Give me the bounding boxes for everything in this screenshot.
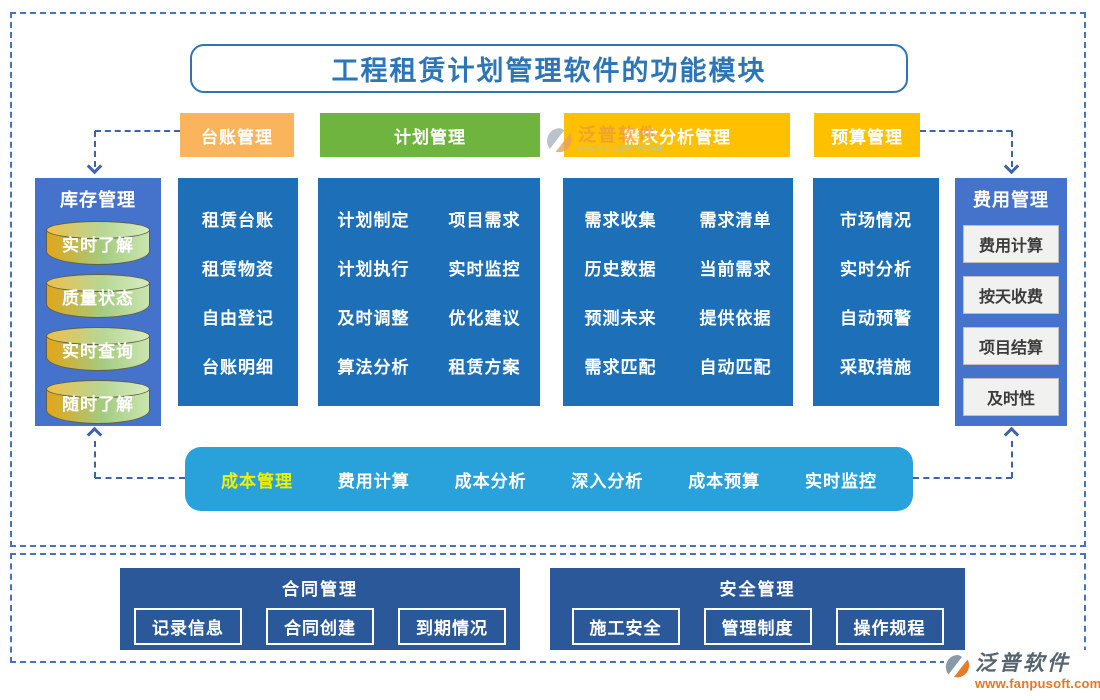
demand-row: 需求收集 需求清单 (563, 206, 793, 231)
budget-column: 市场情况 实时分析 自动预警 采取措施 (813, 178, 939, 406)
demand-item: 需求收集 (584, 211, 657, 230)
cost-bar-item: 费用计算 (337, 471, 410, 491)
ledger-column: 租赁台账 租赁物资 自由登记 台账明细 (178, 178, 298, 406)
contract-button-row: 记录信息 合同创建 到期情况 (134, 608, 506, 645)
contract-management-box: 合同管理 记录信息 合同创建 到期情况 (120, 568, 520, 650)
ledger-item: 租赁物资 (202, 260, 274, 279)
plan-item: 及时调整 (337, 309, 410, 328)
bottom-section-frame (10, 553, 1086, 663)
cost-bar-item: 成本分析 (454, 471, 527, 491)
safety-management-box: 安全管理 施工安全 管理制度 操作规程 (550, 568, 965, 650)
demand-item: 预测未来 (584, 309, 657, 328)
connector-cost-to-inventory (95, 477, 185, 479)
cost-bar-item: 深入分析 (571, 471, 644, 491)
contract-button[interactable]: 合同创建 (266, 608, 374, 645)
budget-item: 实时分析 (840, 260, 912, 279)
plan-item: 计划执行 (337, 260, 410, 279)
safety-box-title: 安全管理 (719, 580, 796, 599)
fee-panel-title: 费用管理 (973, 190, 1049, 210)
header-demand-analysis-management[interactable]: 需求分析管理 (564, 113, 790, 157)
safety-button[interactable]: 管理制度 (703, 608, 812, 645)
header-budget-management[interactable]: 预算管理 (814, 113, 920, 157)
top-section-frame (10, 12, 1086, 547)
demand-column: 需求收集 需求清单 历史数据 当前需求 预测未来 提供依据 需求匹配 自动匹配 (563, 178, 793, 406)
inventory-cylinder: 实时了解 (46, 221, 150, 265)
contract-button[interactable]: 记录信息 (134, 608, 242, 645)
plan-row: 计划制定 项目需求 (318, 206, 540, 231)
fanpu-logo-name: 泛普软件 (975, 652, 1071, 675)
demand-row: 需求匹配 自动匹配 (563, 353, 793, 378)
inventory-item-label: 实时了解 (62, 236, 134, 255)
contract-box-title: 合同管理 (282, 580, 358, 599)
inventory-item-label: 质量状态 (62, 289, 134, 308)
connector-cost-to-fee (1011, 441, 1013, 478)
plan-column: 计划制定 项目需求 计划执行 实时监控 及时调整 优化建议 算法分析 租赁方案 (318, 178, 540, 406)
plan-item: 算法分析 (337, 358, 410, 377)
budget-item: 采取措施 (840, 358, 912, 377)
ledger-item: 自由登记 (202, 309, 274, 328)
fee-button[interactable]: 费用计算 (963, 225, 1059, 263)
connector-ledger-to-inventory (94, 131, 96, 167)
contract-button[interactable]: 到期情况 (398, 608, 506, 645)
plan-item: 优化建议 (448, 309, 521, 328)
budget-item: 市场情况 (840, 211, 912, 230)
budget-item: 自动预警 (840, 309, 912, 328)
fanpu-logo-url[interactable]: www.fanpusoft.com (975, 676, 1100, 691)
fanpu-logo[interactable]: 泛普软件 www.fanpusoft.com (944, 650, 1100, 696)
demand-item: 自动匹配 (699, 358, 772, 377)
safety-button[interactable]: 施工安全 (571, 608, 680, 645)
demand-item: 当前需求 (699, 260, 772, 279)
inventory-cylinder: 质量状态 (46, 274, 150, 318)
plan-row: 计划执行 实时监控 (318, 255, 540, 280)
plan-item: 计划制定 (337, 211, 410, 230)
ledger-item: 台账明细 (202, 358, 274, 377)
header-ledger-management[interactable]: 台账管理 (180, 113, 294, 157)
fee-button[interactable]: 项目结算 (963, 327, 1059, 365)
ledger-item: 租赁台账 (202, 211, 274, 230)
plan-row: 及时调整 优化建议 (318, 304, 540, 329)
plan-item: 租赁方案 (448, 358, 521, 377)
safety-button-row: 施工安全 管理制度 操作规程 (571, 608, 944, 645)
demand-row: 历史数据 当前需求 (563, 255, 793, 280)
plan-row: 算法分析 租赁方案 (318, 353, 540, 378)
demand-item: 历史数据 (584, 260, 657, 279)
demand-item: 提供依据 (699, 309, 772, 328)
fanpu-logo-icon (944, 652, 972, 687)
page-title: 工程租赁计划管理软件的功能模块 (190, 44, 908, 93)
connector-ledger-to-inventory (95, 130, 180, 132)
inventory-panel-title: 库存管理 (60, 190, 136, 210)
connector-cost-to-inventory (94, 441, 96, 478)
inventory-item-label: 实时查询 (62, 342, 134, 361)
inventory-cylinder: 实时查询 (46, 327, 150, 371)
header-plan-management[interactable]: 计划管理 (320, 113, 540, 157)
fee-button[interactable]: 及时性 (963, 378, 1059, 416)
cost-bar-item: 实时监控 (804, 471, 877, 491)
fee-management-panel: 费用管理 费用计算 按天收费 项目结算 及时性 (955, 178, 1067, 426)
connector-budget-to-fee (1011, 131, 1013, 167)
inventory-item-label: 随时了解 (62, 395, 134, 414)
connector-cost-to-fee (913, 477, 1012, 479)
fee-button[interactable]: 按天收费 (963, 276, 1059, 314)
demand-item: 需求匹配 (584, 358, 657, 377)
safety-button[interactable]: 操作规程 (835, 608, 944, 645)
plan-item: 实时监控 (448, 260, 521, 279)
cost-management-bar: 成本管理 费用计算 成本分析 深入分析 成本预算 实时监控 (185, 447, 913, 511)
cost-bar-item: 成本管理 (221, 471, 293, 491)
inventory-cylinder: 随时了解 (46, 380, 150, 424)
demand-row: 预测未来 提供依据 (563, 304, 793, 329)
demand-item: 需求清单 (699, 211, 772, 230)
connector-budget-to-fee (920, 130, 1012, 132)
inventory-management-panel: 库存管理 实时了解 质量状态 实时查询 随时了解 (35, 178, 161, 426)
cost-bar-item: 成本预算 (688, 471, 761, 491)
plan-item: 项目需求 (448, 211, 521, 230)
